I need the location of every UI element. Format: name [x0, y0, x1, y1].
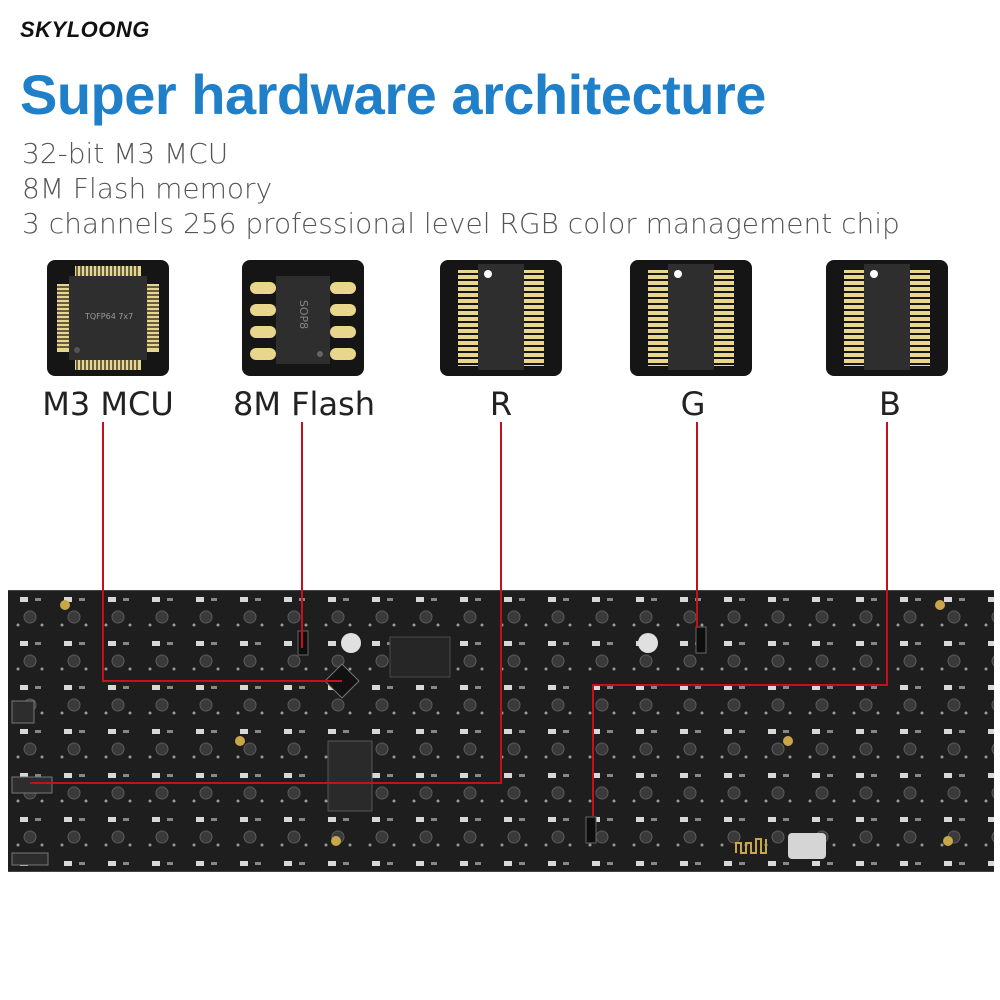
- connector-line: [886, 422, 888, 686]
- spec-item: 8M Flash memory: [22, 172, 273, 205]
- qfp-chip-icon: [57, 266, 159, 370]
- spec-item: 32-bit M3 MCU: [22, 137, 229, 170]
- green-driver-chip: [630, 260, 752, 376]
- chip-label-g: G: [680, 385, 706, 423]
- chip-label-r: R: [489, 385, 513, 423]
- connector-line: [592, 684, 888, 686]
- chip-marking: SOP8: [297, 299, 311, 330]
- chip-marking: TQFP64 7x7: [85, 312, 134, 321]
- chip-label-b: B: [879, 385, 901, 423]
- sop8-chip-icon: [250, 276, 356, 364]
- spec-item: 3 channels 256 professional level RGB co…: [22, 207, 900, 240]
- connector-line: [102, 680, 342, 682]
- connector-line: [696, 422, 698, 628]
- flash-chip: SOP8: [242, 260, 364, 376]
- spec-list: 32-bit M3 MCU 8M Flash memory 3 channels…: [22, 136, 900, 241]
- chip-label-mcu: M3 MCU: [42, 385, 174, 423]
- page-title: Super hardware architecture: [20, 63, 766, 126]
- red-driver-chip: [440, 260, 562, 376]
- chip-label-flash: 8M Flash: [233, 385, 375, 423]
- connector-line: [30, 782, 502, 784]
- connector-line: [102, 422, 104, 682]
- brand-logo: SKYLOONG: [20, 17, 150, 42]
- blue-driver-chip: [826, 260, 948, 376]
- rgb-driver-chip-icon: [458, 264, 544, 370]
- connector-line: [500, 422, 502, 784]
- rgb-driver-chip-icon: [648, 264, 734, 370]
- mcu-chip: TQFP64 7x7: [47, 260, 169, 376]
- rgb-driver-chip-icon: [844, 264, 930, 370]
- connector-line: [592, 684, 594, 816]
- connector-line: [301, 422, 303, 648]
